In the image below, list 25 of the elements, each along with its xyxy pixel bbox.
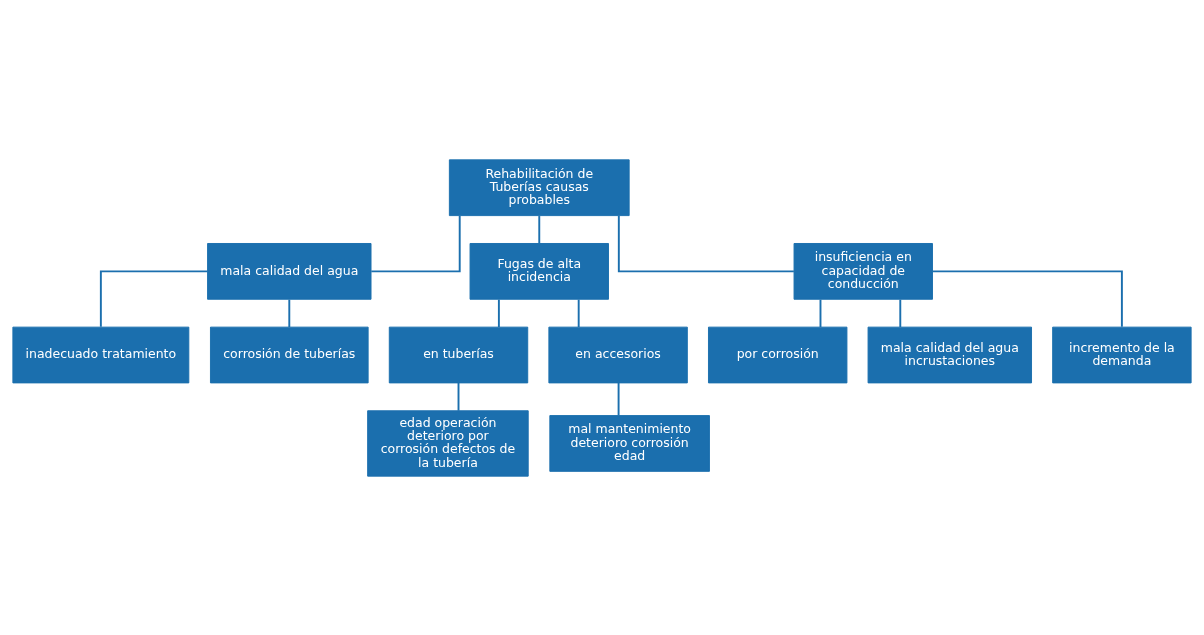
node-box: corrosión de tuberías (210, 326, 369, 383)
connector (370, 214, 461, 272)
connector (819, 298, 822, 328)
node-box: incremento de la demanda (1052, 326, 1192, 383)
connector (617, 214, 795, 272)
node-box: inadecuado tratamiento (12, 326, 190, 383)
node-box: Fugas de alta incidencia (469, 242, 609, 300)
connector (577, 298, 580, 328)
connector (457, 381, 460, 412)
connector (617, 381, 620, 416)
node-box: mala calidad del agua (207, 242, 372, 300)
connector (497, 298, 500, 328)
connector (288, 298, 291, 328)
connector (538, 214, 541, 244)
node-box: insuficiencia en capacidad de conducción (793, 242, 933, 300)
connector (931, 269, 1123, 328)
node-box: por corrosión (708, 326, 848, 383)
connector (99, 269, 209, 328)
node-box: en tuberías (388, 326, 529, 383)
connector (899, 298, 902, 328)
node-box: edad operación deterioro por corrosión defectos de la tubería (367, 409, 529, 477)
node-box: mal mantenimiento deterioro corrosión edad (549, 414, 710, 472)
node-box: Rehabilitación de Tuberías causas probables (448, 158, 630, 216)
node-box: en accesorios (548, 326, 688, 383)
node-box: mala calidad del agua incrustaciones (867, 326, 1032, 383)
